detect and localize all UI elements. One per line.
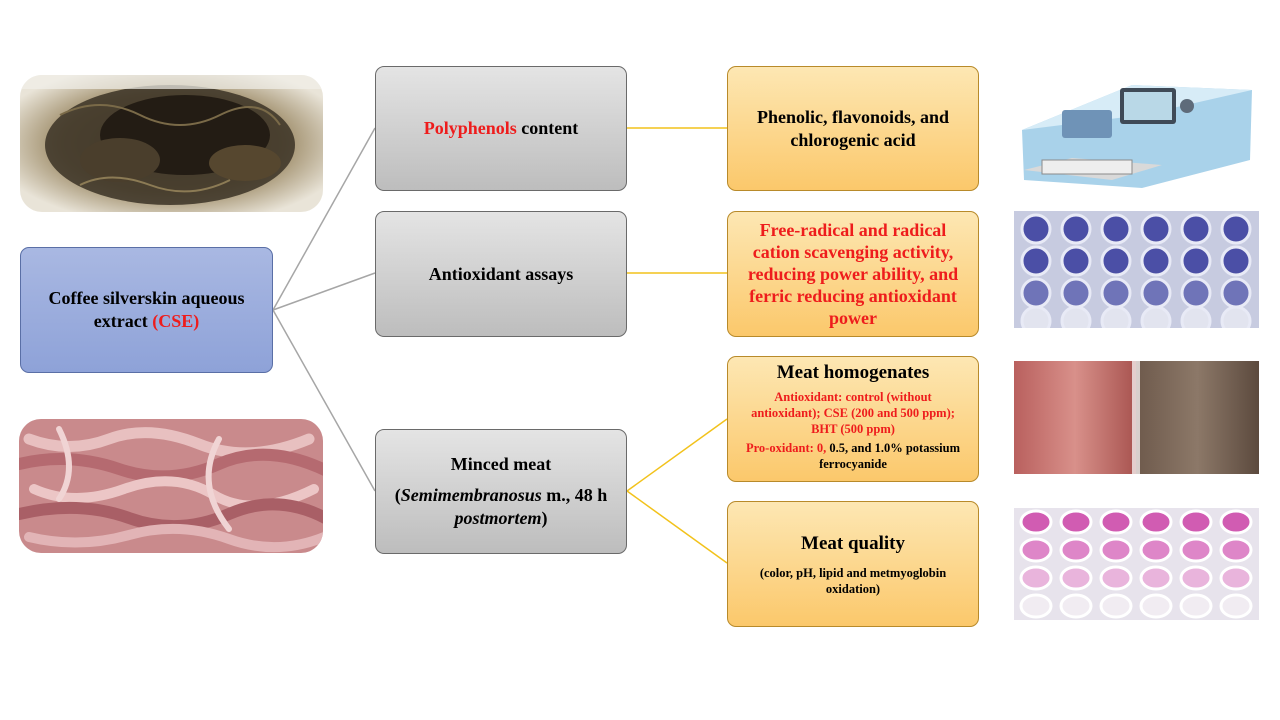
minced-meat-photo <box>19 419 323 553</box>
minced-meat-subtitle: (Semimembranosus m., 48 h postmortem) <box>386 484 616 530</box>
meat-homogenates-title: Meat homogenates <box>776 362 930 383</box>
phenolic-box: Phenolic, flavonoids, and chlorogenic ac… <box>727 66 979 191</box>
connector-minced-homogenates <box>626 418 728 492</box>
meat-homogenates-prooxidant: Pro-oxidant: 0, 0.5, and 1.0% potassium … <box>736 440 970 472</box>
microplate-reader-photo <box>1012 70 1260 192</box>
meat-quality-box: Meat quality (color, pH, lipid and metmy… <box>727 501 979 627</box>
blue-wellplate-photo <box>1014 211 1259 328</box>
meat-homogenates-antioxidant: Antioxidant: control (without antioxidan… <box>751 390 955 436</box>
meat-quality-title: Meat quality <box>801 532 905 554</box>
antioxidant-assays-label: Antioxidant assays <box>428 263 574 284</box>
polyphenols-rest: content <box>516 118 579 138</box>
connector-cse-polyphenols <box>272 127 376 311</box>
meat-quality-detail: (color, pH, lipid and metmyoglobin oxida… <box>759 565 947 596</box>
connector-minced-quality <box>626 490 728 564</box>
free-radical-label: Free-radical and radical cation scavengi… <box>747 220 959 328</box>
polyphenols-label: Polyphenols content <box>424 117 579 140</box>
prooxidant-rest: 0.5, and 1.0% potassium ferrocyanide <box>819 441 964 471</box>
minced-meat-title: Minced meat <box>450 454 552 474</box>
prooxidant-red: Pro-oxidant: 0, <box>745 441 827 455</box>
cse-root-line2: extract (CSE) <box>94 310 199 333</box>
cse-root-box: Coffee silverskin aqueous extract (CSE) <box>20 247 273 373</box>
minced-meat-postmortem: postmortem <box>454 508 542 528</box>
free-radical-box: Free-radical and radical cation scavengi… <box>727 211 979 337</box>
pink-wellplate-photo <box>1014 508 1259 620</box>
cse-root-abbrev: (CSE) <box>152 311 200 331</box>
minced-meat-box: Minced meat (Semimembranosus m., 48 h po… <box>375 429 627 554</box>
polyphenols-box: Polyphenols content <box>375 66 627 191</box>
antioxidant-assays-box: Antioxidant assays <box>375 211 627 337</box>
phenolic-label: Phenolic, flavonoids, and chlorogenic ac… <box>756 106 950 150</box>
meat-homogenates-box: Meat homogenates Antioxidant: control (w… <box>727 356 979 482</box>
minced-meat-muscle: Semimembranosus <box>400 485 542 505</box>
minced-meat-sub-close: ) <box>541 508 548 528</box>
minced-meat-sub-mid: m., 48 h <box>541 485 612 505</box>
homogenate-tubes-photo <box>1014 361 1259 474</box>
polyphenols-red: Polyphenols <box>423 118 517 138</box>
coffee-silverskin-photo <box>20 75 323 212</box>
cse-root-extract: extract <box>93 311 153 331</box>
cse-root-line1: Coffee silverskin aqueous <box>48 288 245 308</box>
connector-cse-antioxidant <box>272 272 376 311</box>
connector-cse-minced <box>272 309 376 492</box>
minced-meat-sub-open: ( <box>394 485 401 505</box>
